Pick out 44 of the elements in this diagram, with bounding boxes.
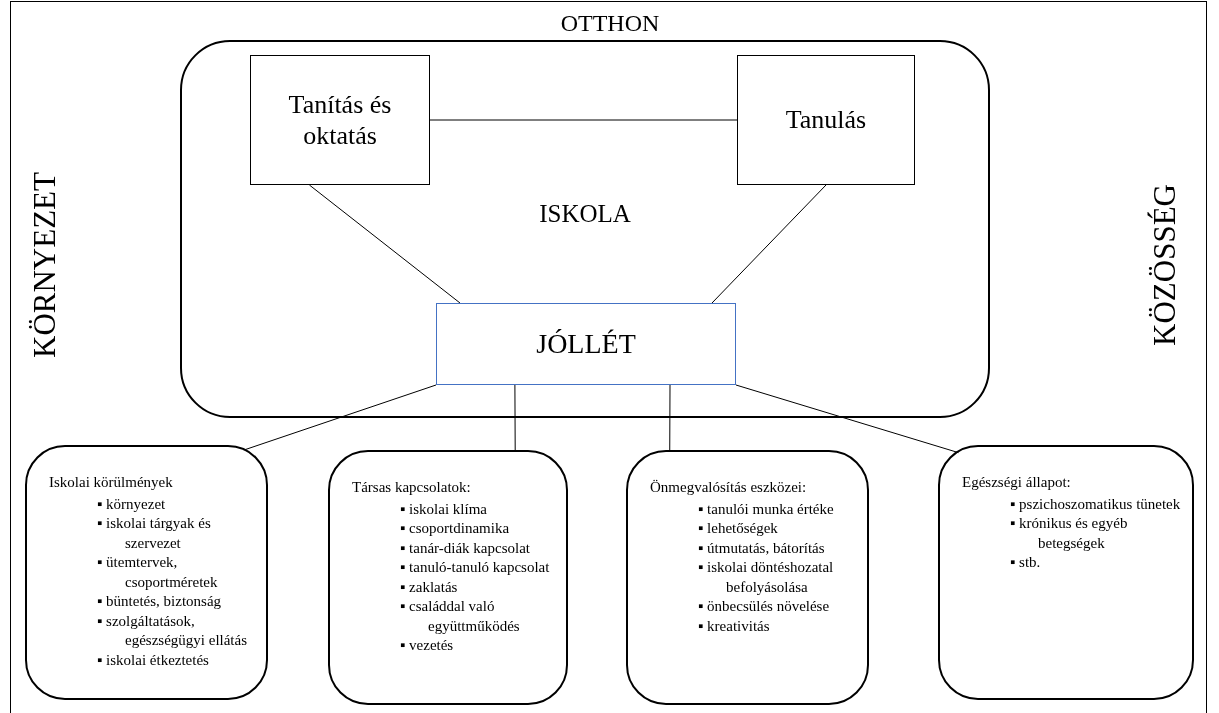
concept-box: Tanítás és oktatás bbox=[250, 55, 430, 185]
list-item: ▪ krónikus és egyéb betegségek bbox=[1010, 514, 1129, 553]
connector-line bbox=[669, 384, 671, 451]
list-item: ▪ stb. bbox=[1010, 553, 1042, 572]
rounded-card bbox=[328, 450, 568, 705]
card-heading: Társas kapcsolatok: bbox=[352, 478, 472, 497]
list-item: ▪ szolgáltatások, egészségügyi ellátás bbox=[97, 611, 249, 650]
list-item: ▪ büntetés, biztonság bbox=[97, 592, 223, 611]
list-item: ▪ ütemtervek, csoportméretek bbox=[97, 553, 219, 592]
list-item: ▪ tanuló-tanuló kapcsolat bbox=[400, 558, 551, 577]
list-item: ▪ kreativitás bbox=[698, 616, 771, 636]
rounded-card bbox=[626, 450, 869, 705]
list-item: ▪ útmutatás, bátorítás bbox=[698, 538, 826, 558]
connector-line bbox=[308, 184, 461, 304]
rounded-panel bbox=[180, 40, 990, 418]
card-heading: Önmegvalósítás eszközei: bbox=[650, 478, 808, 497]
list-item: ▪ pszichoszomatikus tünetek bbox=[1010, 494, 1182, 514]
side-label: KÖZÖSSÉG bbox=[1147, 184, 1183, 346]
card-heading: Iskolai körülmények bbox=[49, 473, 174, 492]
list-item: ▪ családdal való együttműködés bbox=[400, 597, 521, 636]
connector-line bbox=[514, 384, 516, 451]
rounded-card bbox=[25, 445, 268, 700]
list-item: ▪ csoportdinamika bbox=[400, 519, 511, 538]
list-item: ▪ iskolai tárgyak és szervezet bbox=[97, 514, 212, 553]
concept-box: Tanulás bbox=[737, 55, 915, 185]
list-item: ▪ iskolai döntéshozatal befolyásolása bbox=[698, 558, 835, 597]
list-item: ▪ tanár-diák kapcsolat bbox=[400, 538, 531, 558]
connector-line bbox=[243, 384, 437, 451]
list-item: ▪ tanulói munka értéke bbox=[698, 499, 835, 519]
connector-line bbox=[429, 119, 738, 121]
panel-title: ISKOLA bbox=[539, 200, 631, 228]
list-item: ▪ önbecsülés növelése bbox=[698, 597, 831, 616]
card-heading: Egészségi állapot: bbox=[962, 473, 1072, 492]
list-item: ▪ zaklatás bbox=[400, 577, 459, 597]
side-label: KÖRNYEZET bbox=[27, 172, 63, 358]
top-label: OTTHON bbox=[560, 10, 660, 37]
concept-box: JÓLLÉT bbox=[436, 303, 736, 385]
list-item: ▪ iskolai klíma bbox=[400, 499, 488, 519]
list-item: ▪ környezet bbox=[97, 494, 167, 514]
list-item: ▪ lehetőségek bbox=[698, 519, 779, 538]
list-item: ▪ vezetés bbox=[400, 636, 455, 655]
list-item: ▪ iskolai étkeztetés bbox=[97, 650, 210, 670]
connector-line bbox=[711, 184, 827, 304]
rounded-card bbox=[938, 445, 1194, 700]
